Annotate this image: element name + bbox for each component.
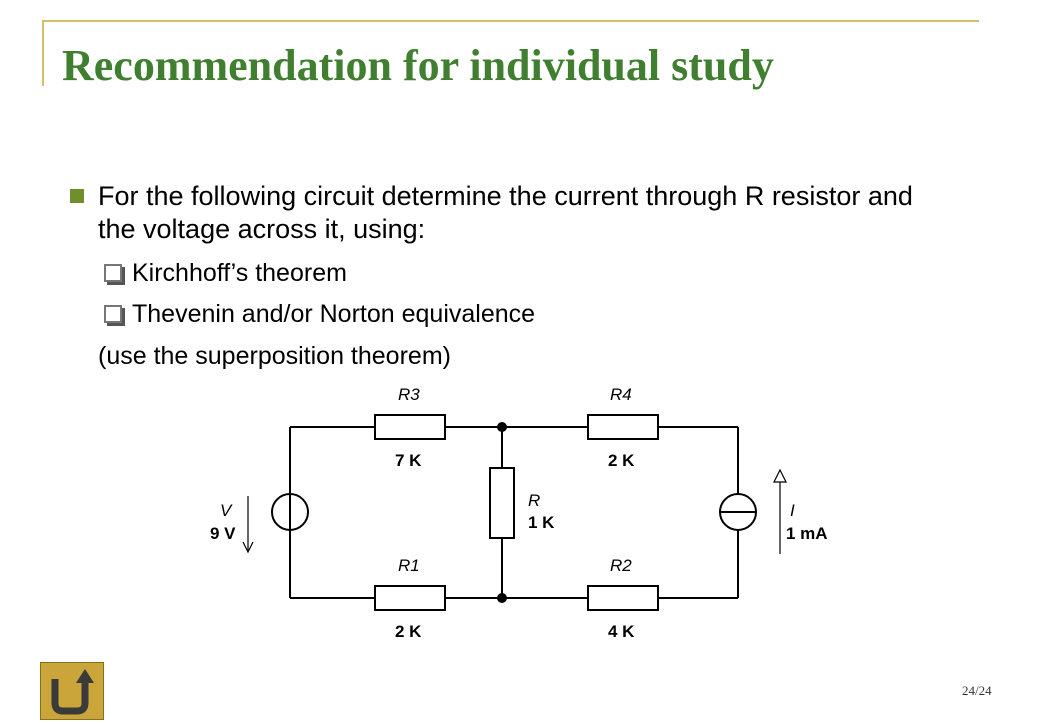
- label-i-value: 1 mA: [786, 524, 828, 543]
- junction-dot: [497, 593, 507, 603]
- checkbox-bullet-icon: [104, 305, 122, 323]
- u-turn-arrow-icon: [51, 669, 94, 715]
- label-r-value: 1 K: [528, 513, 555, 532]
- label-r-name: R: [528, 491, 540, 510]
- frame-top-line: [44, 20, 979, 22]
- voltage-arrowhead-icon: [242, 541, 254, 554]
- sub-item-label: Kirchhoff’s theorem: [132, 259, 347, 287]
- page-total: /24: [975, 683, 992, 698]
- circuit-diagram: R3 7 K R4 2 K R1 2 K R2 4 K R 1 K V 9 V …: [210, 385, 828, 641]
- junction-dot: [497, 422, 507, 432]
- label-v-value: 9 V: [210, 524, 236, 543]
- label-v-name: V: [220, 501, 233, 520]
- resistor-r: [489, 467, 515, 539]
- sub-item-thevenin: Thevenin and/or Norton equivalence: [104, 300, 535, 329]
- label-r2-name: R2: [610, 556, 632, 575]
- page-number: 24/24: [962, 683, 992, 699]
- current-arrowhead-icon: [773, 468, 787, 483]
- label-r3-name: R3: [398, 385, 420, 404]
- label-r3-value: 7 K: [395, 451, 422, 470]
- sub-item-label: Thevenin and/or Norton equivalence: [132, 300, 536, 328]
- label-r1-name: R1: [398, 556, 420, 575]
- page-current: 24: [962, 683, 975, 698]
- label-r4-name: R4: [610, 385, 632, 404]
- label-i-name: I: [790, 501, 795, 520]
- label-r4-value: 2 K: [608, 451, 635, 470]
- resistor-r4: [587, 414, 659, 440]
- slide-title: Recommendation for individual study: [62, 41, 774, 90]
- label-r2-value: 4 K: [608, 622, 635, 641]
- sub-item-kirchhoff: Kirchhoff’s theorem: [104, 259, 347, 288]
- frame-left-line: [42, 20, 44, 86]
- resistor-r3: [374, 414, 446, 440]
- resistor-r2: [587, 585, 659, 611]
- square-bullet-icon: [70, 189, 84, 203]
- back-button[interactable]: [40, 662, 104, 720]
- label-r1-value: 2 K: [395, 622, 422, 641]
- resistor-r1: [374, 585, 446, 611]
- main-bullet: For the following circuit determine the …: [70, 180, 952, 246]
- checkbox-bullet-icon: [104, 264, 122, 282]
- main-bullet-text: For the following circuit determine the …: [98, 181, 913, 244]
- superposition-note: (use the superposition theorem): [98, 342, 451, 370]
